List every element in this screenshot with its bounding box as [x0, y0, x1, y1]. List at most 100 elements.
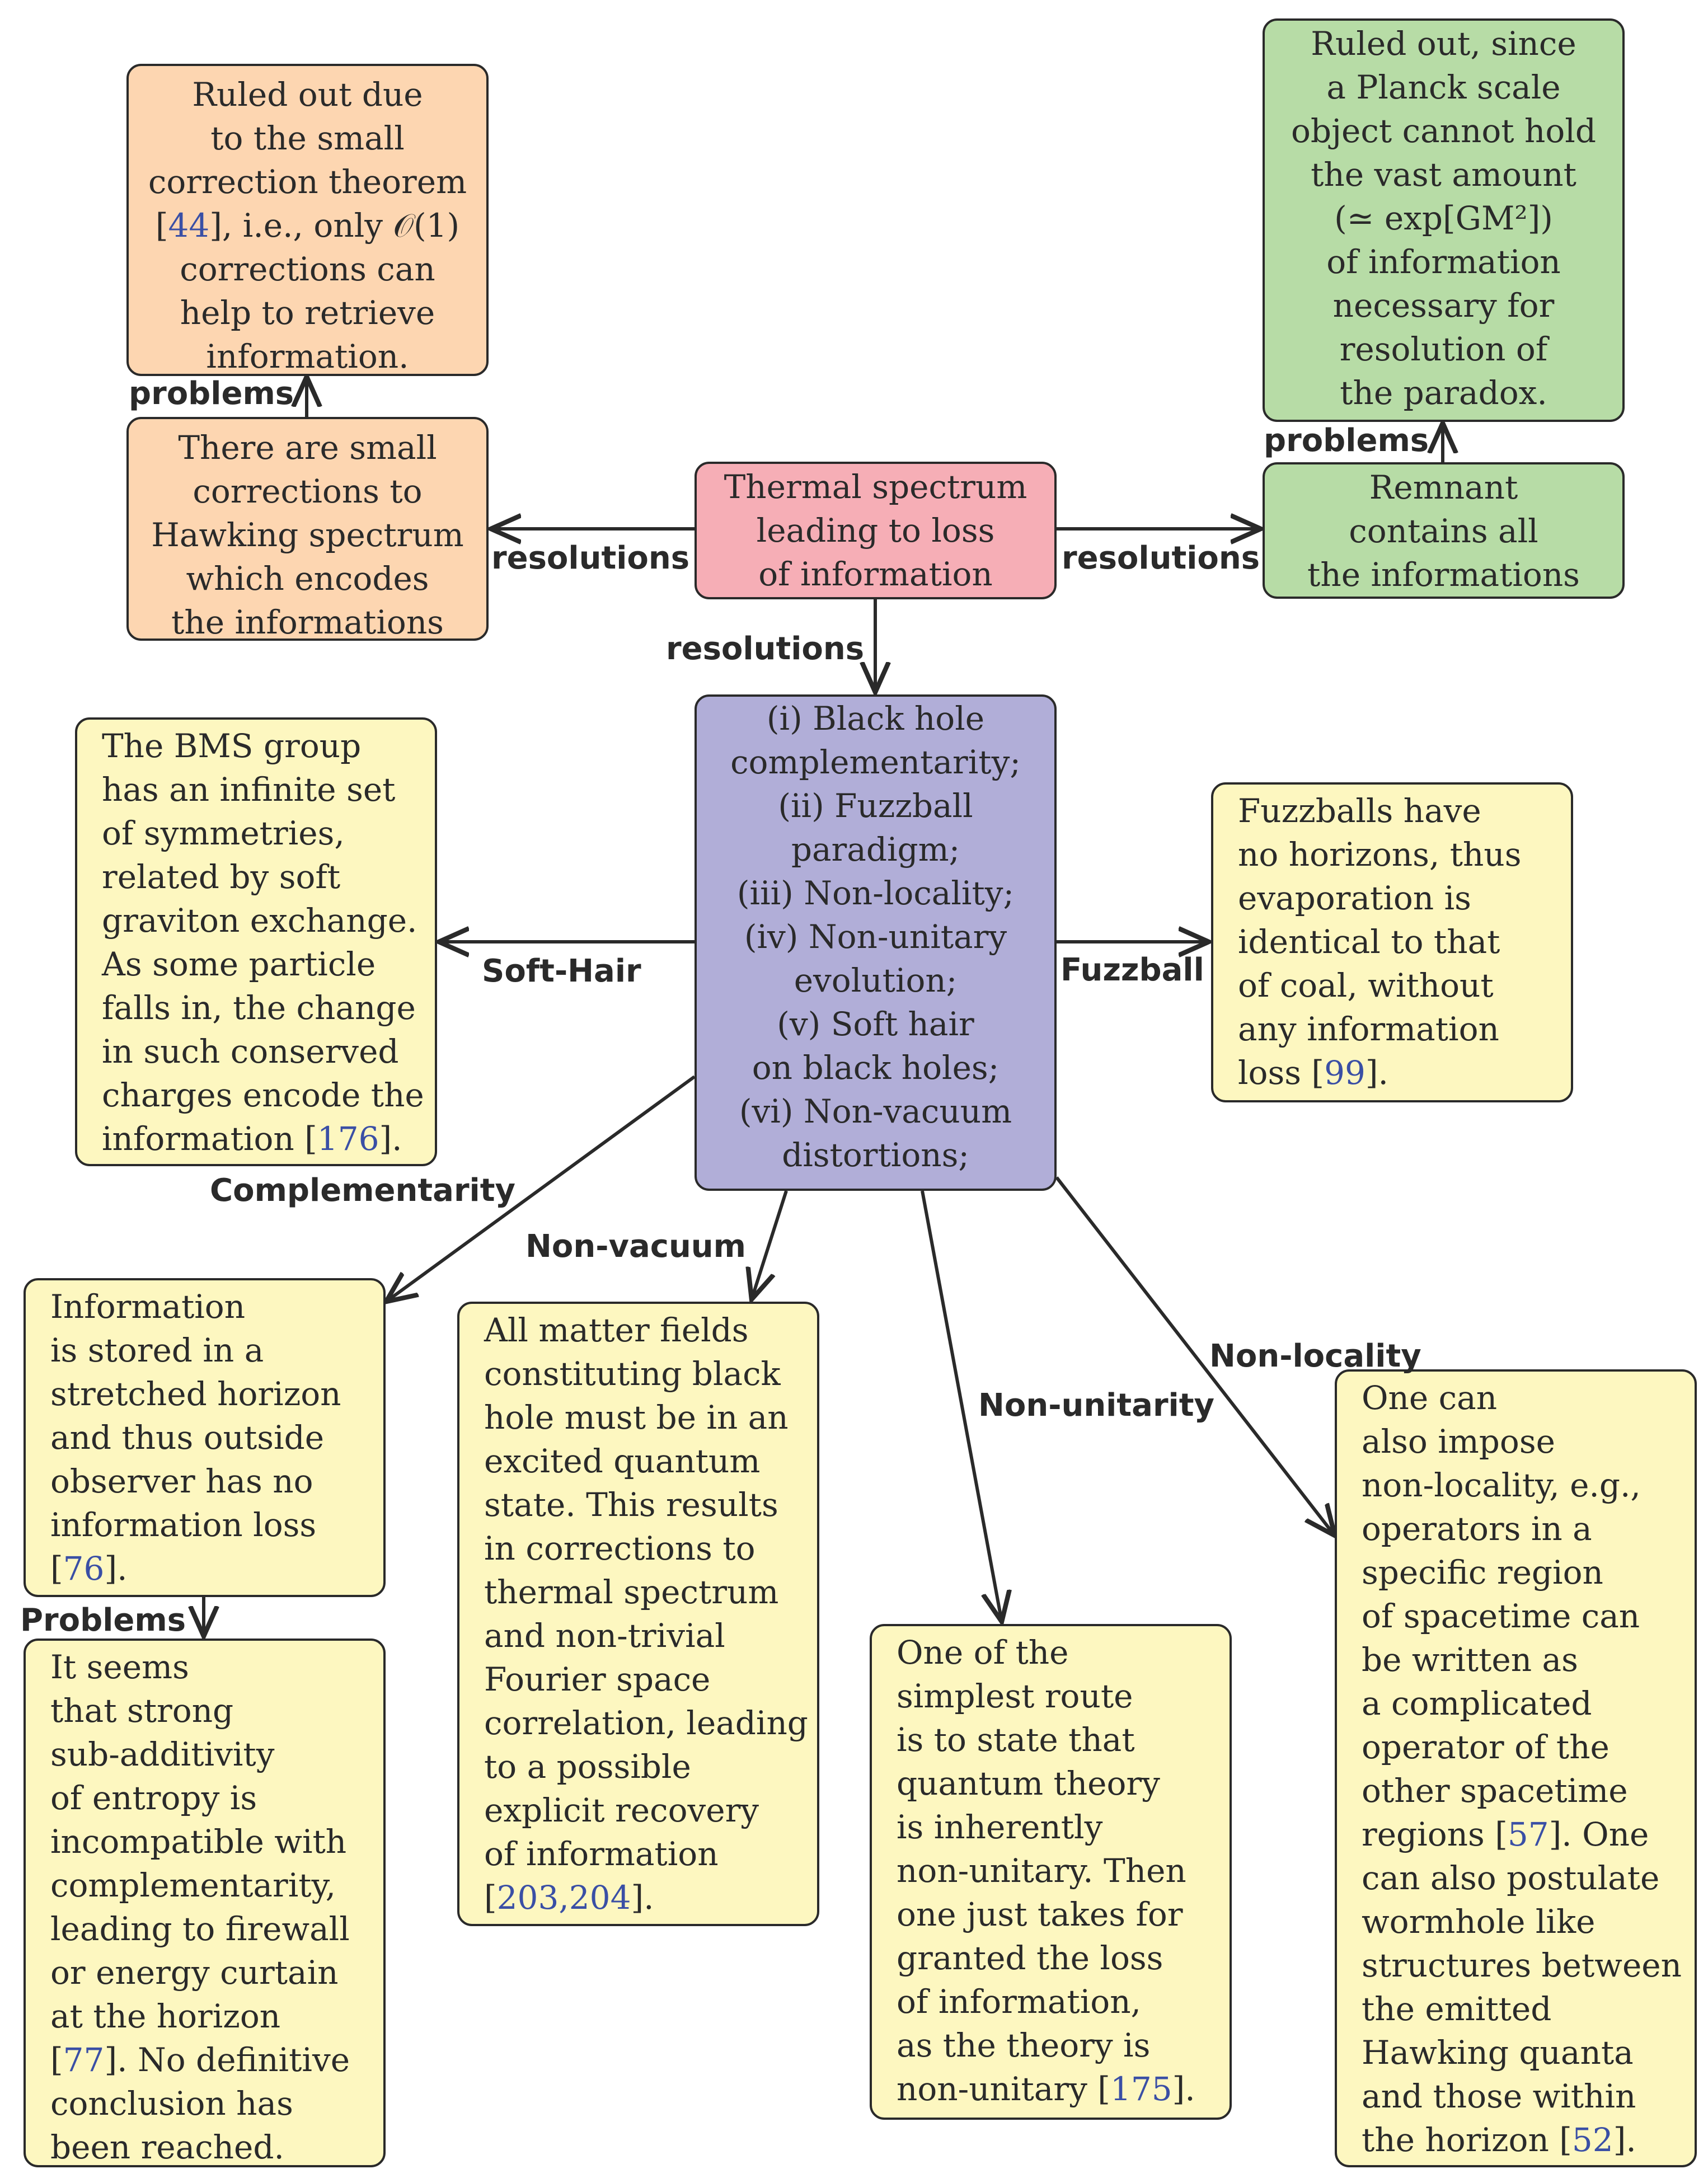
node-text-line: the paradox.	[1340, 374, 1547, 412]
node-text-line: sub-additivity	[50, 1735, 275, 1773]
text-fragment: the horizon [	[1362, 2121, 1572, 2159]
label-resolutions-down: resolutions	[666, 631, 865, 667]
node-text-line: structures between	[1362, 1946, 1682, 1984]
node-text-line: Hawking quanta	[1362, 2034, 1634, 2072]
citation-link: 77	[63, 2041, 105, 2079]
text-fragment: ].	[1613, 2121, 1636, 2159]
arrow-non-vacuum	[752, 1190, 788, 1299]
node-text-line: loss [99].	[1238, 1051, 1560, 1095]
node-text-line: information [176].	[102, 1117, 424, 1161]
node-text-line: specific region	[1362, 1553, 1603, 1592]
text-fragment: information [	[102, 1120, 317, 1158]
node-text-line: distortions;	[782, 1136, 969, 1174]
node-text-line: can also postulate	[1362, 1859, 1660, 1897]
node-text-line: corrections to	[193, 472, 423, 510]
node-text-line: identical to that	[1238, 923, 1500, 961]
node-text-line: object cannot hold	[1291, 112, 1596, 150]
text-fragment: loss [	[1238, 1054, 1325, 1092]
node-text-line: non-unitary. Then	[897, 1852, 1186, 1890]
node-text-line: help to retrieve	[180, 294, 435, 332]
node-text-line: is inherently	[897, 1808, 1103, 1846]
node-text-line: Fourier space	[484, 1660, 711, 1698]
node-text-line: the horizon [52].	[1362, 2118, 1683, 2162]
node-text-line: non-unitary [175].	[897, 2067, 1218, 2111]
node-text-line: There are small	[178, 429, 437, 467]
node-text-line: and thus outside	[50, 1419, 325, 1457]
node-text-line: of entropy is	[50, 1779, 257, 1817]
node-text-line: excited quantum	[484, 1442, 761, 1480]
node-text-line: resolution of	[1339, 330, 1548, 368]
text-fragment: ].	[631, 1879, 654, 1917]
label-resolutions-right: resolutions	[1062, 540, 1260, 576]
node-text-line: evolution;	[794, 961, 958, 999]
node-text-line: which encodes	[186, 560, 429, 598]
node-text-line: also impose	[1362, 1423, 1555, 1461]
node-text-line: the informations	[171, 603, 444, 641]
node-text-line: as the theory is	[897, 2026, 1151, 2064]
text-fragment: [	[50, 1550, 63, 1588]
label-non-vacuum: Non-vacuum	[525, 1228, 747, 1265]
arrow-complementarity	[386, 1075, 696, 1302]
node-text-line: [44], i.e., only 𝒪(1)	[140, 204, 475, 247]
node-text-line: is stored in a	[50, 1331, 264, 1369]
arrow-non-unitarity	[921, 1190, 1002, 1622]
text-fragment: ].	[104, 1550, 128, 1588]
node-text-line: in corrections to	[484, 1529, 756, 1567]
label-non-locality: Non-locality	[1209, 1338, 1421, 1374]
node-text-line: explicit recovery	[484, 1791, 759, 1829]
node-text-line: Thermal spectrum	[724, 468, 1027, 506]
text-fragment: ].	[1172, 2070, 1195, 2108]
node-text-line: falls in, the change	[102, 989, 416, 1027]
label-complementarity: Complementarity	[210, 1172, 516, 1209]
node-text-line: on black holes;	[752, 1049, 1000, 1087]
node-text-line: state. This results	[484, 1486, 778, 1524]
node-text-line: the emitted	[1362, 1990, 1552, 2028]
text-fragment: [	[484, 1879, 497, 1917]
label-resolutions-left: resolutions	[491, 540, 690, 576]
node-text-line: operators in a	[1362, 1510, 1592, 1548]
citation-link: 44	[168, 206, 210, 245]
node-text-line: the vast amount	[1311, 156, 1576, 194]
node-text-line: [76].	[50, 1547, 372, 1590]
node-text-line: and those within	[1362, 2077, 1636, 2115]
node-text-line: information loss	[50, 1506, 317, 1544]
arrow-non-locality	[1055, 1176, 1335, 1536]
node-text-line: no horizons, thus	[1238, 835, 1522, 874]
node-text-line: contains all	[1349, 512, 1538, 550]
node-text-line: regions [57]. One	[1362, 1813, 1683, 1856]
node-text-line: Hawking spectrum	[151, 516, 464, 554]
node-text-line: and non-trivial	[484, 1617, 725, 1655]
node-text-line: observer has no	[50, 1462, 313, 1500]
node-text-line: or energy curtain	[50, 1954, 339, 1992]
node-text-line: (vi) Non-vacuum	[739, 1092, 1012, 1130]
node-text-line: [77]. No definitive	[50, 2038, 372, 2082]
node-text-line: leading to loss	[756, 511, 995, 550]
node-text-line: paradigm;	[791, 830, 960, 868]
node-text-line: non-locality, e.g.,	[1362, 1466, 1641, 1504]
node-text-line: of information	[1326, 243, 1561, 281]
citation-link: 57	[1507, 1815, 1549, 1853]
node-text-line: operator of the	[1362, 1728, 1610, 1766]
node-text-line: (iii) Non-locality;	[736, 874, 1015, 912]
node-text-line: that strong	[50, 1692, 234, 1730]
node-text-line: quantum theory	[897, 1764, 1160, 1802]
node-text-line: of information	[484, 1835, 719, 1873]
node-text-line: correlation, leading	[484, 1704, 808, 1742]
citation-link: 76	[63, 1550, 105, 1588]
label-soft-hair: Soft-Hair	[482, 953, 641, 989]
node-text-line: wormhole like	[1362, 1903, 1596, 1941]
node-text-line: The BMS group	[102, 727, 362, 765]
citation-link: 52	[1571, 2121, 1613, 2159]
node-text-line: one just takes for	[897, 1895, 1183, 1933]
node-text-line: leading to firewall	[50, 1910, 350, 1948]
node-text-line: incompatible with	[50, 1823, 347, 1861]
node-text-line: (v) Soft hair	[777, 1005, 974, 1043]
